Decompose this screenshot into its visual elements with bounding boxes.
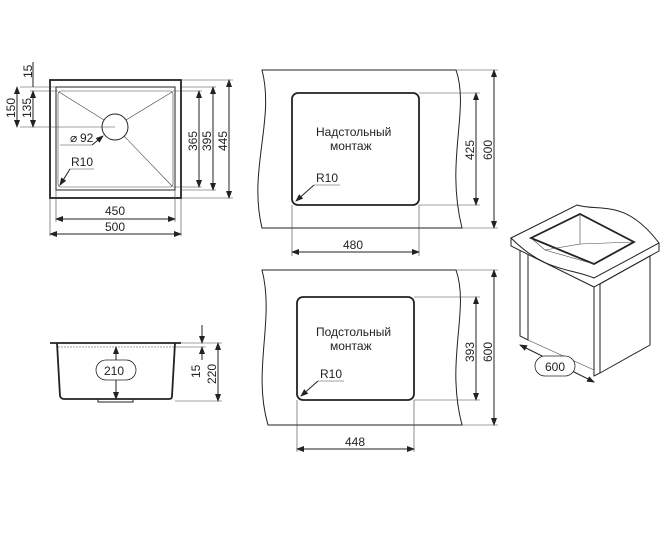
undermount-cutout: Подстольный монтаж R10 448 393 600 (261, 269, 498, 452)
dim-425: 425 (463, 140, 477, 160)
dim-365: 365 (186, 131, 200, 151)
dim-450: 450 (105, 204, 125, 218)
undermount-label-2: монтаж (330, 339, 372, 353)
dim-220: 220 (205, 364, 219, 384)
overmount-label-1: Надстольный (316, 125, 391, 139)
undermount-radius: R10 (320, 367, 342, 381)
overmount-label-2: монтаж (330, 139, 372, 153)
undermount-label-1: Подстольный (316, 325, 391, 339)
dim-393: 393 (463, 342, 477, 362)
dim-15: 15 (21, 64, 35, 78)
dim-448: 448 (345, 435, 365, 449)
plan-view: 15 150 135 ⌀ 92 R10 365 395 445 450 500 (4, 62, 233, 237)
dim-600-bottom: 600 (481, 342, 495, 362)
side-view: 210 15 220 (50, 325, 222, 403)
dim-395: 395 (200, 131, 214, 151)
dim-drain: 92 (80, 131, 94, 145)
dim-15-rim: 15 (189, 364, 203, 378)
dim-500: 500 (105, 220, 125, 234)
dim-radius: R10 (71, 155, 93, 169)
dim-150: 150 (4, 98, 18, 118)
overmount-radius: R10 (316, 171, 338, 185)
dim-480: 480 (343, 238, 363, 252)
dim-135: 135 (20, 98, 34, 118)
dim-cabinet-600: 600 (545, 360, 565, 374)
dim-445: 445 (216, 131, 230, 151)
sink-bowl-outline (55, 86, 176, 191)
drain-symbol: ⌀ (70, 131, 77, 145)
sink-outer-outline (49, 79, 182, 199)
dim-600-top: 600 (481, 140, 495, 160)
dim-210: 210 (104, 364, 124, 378)
cabinet-3d: 600 (510, 204, 660, 383)
overmount-cutout: Надстольный монтаж R10 480 425 600 (257, 69, 498, 256)
